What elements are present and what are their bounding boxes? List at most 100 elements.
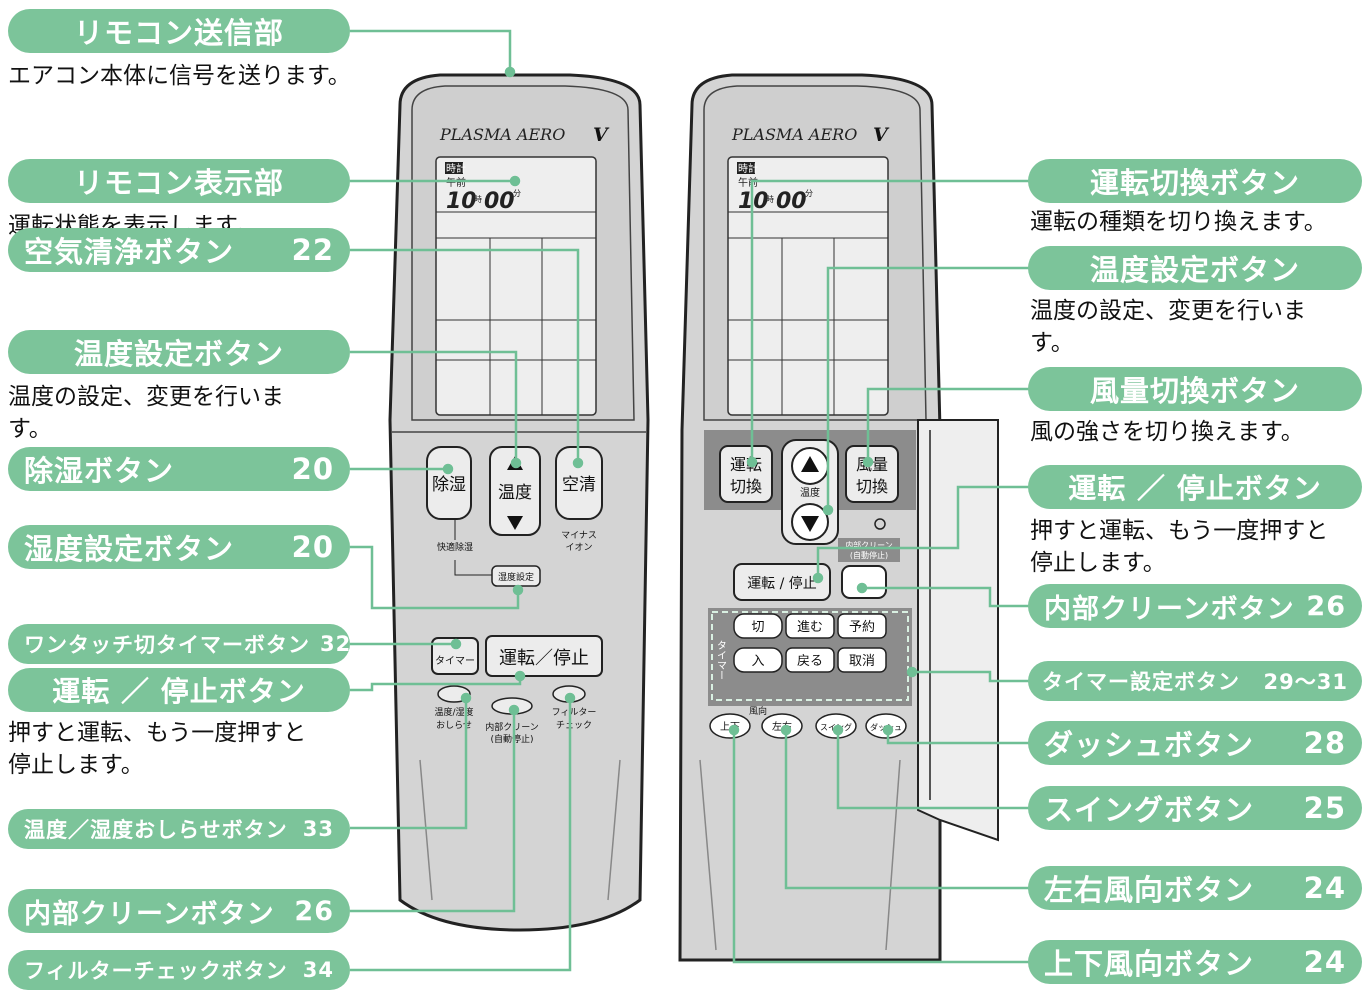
left-temp-label: 温度 <box>498 483 532 503</box>
desc-temp-right-line1: 温度の設定、変更を行いま <box>1030 298 1306 324</box>
left-humidity-label: 湿度設定 <box>498 571 534 583</box>
right-reserve-button <box>837 613 887 639</box>
left-lcd-hour: 10 <box>446 189 477 214</box>
label-onetouch-title: ワンタッチ切タイマーボタン <box>24 633 310 657</box>
left-display: 時計 午前 10 時 00 分 <box>435 156 597 416</box>
label-dash: ダッシュボタン 28 <box>1028 721 1362 765</box>
label-onetouch: ワンタッチ切タイマーボタン 32 <box>8 624 350 664</box>
right-mode-button <box>719 445 773 503</box>
desc-transmit: エアコン本体に信号を送ります。 <box>8 60 368 92</box>
right-lcd-minute-unit: 分 <box>805 189 813 198</box>
right-on-label: 入 <box>751 654 764 669</box>
left-dehumid-button <box>426 446 472 520</box>
label-leftright-title: 左右風向ボタン <box>1044 873 1255 907</box>
label-dehumid-page: 20 <box>291 452 334 486</box>
right-leftright-button <box>761 713 803 739</box>
label-notice-page: 33 <box>302 817 334 841</box>
right-lcd-ampm: 午前 <box>738 176 758 189</box>
label-temp-left: 温度設定ボタン <box>8 330 350 374</box>
label-clean-right: 内部クリーンボタン 26 <box>1028 584 1362 628</box>
left-clean-2: (自動停止) <box>490 733 533 745</box>
right-fan-button <box>845 445 899 503</box>
label-runstop-left-title: 運転 ／ 停止ボタン <box>52 675 306 708</box>
label-runstop-right: 運転 ／ 停止ボタン <box>1028 465 1362 509</box>
left-timer-label: タイマー <box>435 655 475 667</box>
desc-temp-right-line2: す。 <box>1030 330 1074 356</box>
left-lcd-ampm: 午前 <box>446 176 466 189</box>
label-temp-left-title: 温度設定ボタン <box>73 337 284 371</box>
label-mode: 運転切換ボタン <box>1028 159 1362 203</box>
left-comfort-label: 快適除湿 <box>437 541 473 553</box>
label-updown: 上下風向ボタン 24 <box>1028 940 1362 984</box>
label-humidity-title: 湿度設定ボタン <box>24 532 235 566</box>
left-timer-button <box>431 637 479 675</box>
label-display-title: リモコン表示部 <box>73 166 284 200</box>
label-updown-title: 上下風向ボタン <box>1044 947 1255 981</box>
label-filter-title: フィルターチェックボタン <box>24 959 288 983</box>
desc-runstop-left-line1: 押すと運転、もう一度押すと <box>8 720 307 746</box>
label-runstop-right-title: 運転 ／ 停止ボタン <box>1068 472 1322 505</box>
label-timer: タイマー設定ボタン 29～31 <box>1028 661 1362 701</box>
label-timer-title: タイマー設定ボタン <box>1042 670 1240 694</box>
label-swing: スイングボタン 25 <box>1028 786 1362 830</box>
desc-runstop-right: 押すと運転、もう一度押すと 停止します。 <box>1030 515 1370 579</box>
desc-mode-line: 運転の種類を切り換えます。 <box>1030 209 1327 235</box>
desc-temp-left-line1: 温度の設定、変更を行いま <box>8 384 284 410</box>
desc-mode: 運転の種類を切り換えます。 <box>1030 206 1370 238</box>
label-dehumid-title: 除湿ボタン <box>24 454 175 488</box>
desc-temp-right: 温度の設定、変更を行いま す。 <box>1030 295 1370 359</box>
label-leftright-page: 24 <box>1303 871 1346 905</box>
left-lcd-minute: 00 <box>484 189 515 214</box>
left-clean-1: 内部クリーン <box>485 721 539 733</box>
right-brand-v: V <box>873 124 890 146</box>
right-lcd-hour-unit: 時 <box>766 195 774 204</box>
label-clean-right-title: 内部クリーンボタン <box>1044 593 1295 625</box>
left-brand-v: V <box>593 124 610 146</box>
label-display: リモコン表示部 <box>8 159 350 203</box>
label-transmit: リモコン送信部 <box>8 9 350 53</box>
right-airdir-label: 風向 <box>749 705 767 717</box>
right-off-button <box>733 613 783 639</box>
right-fwd-button <box>785 613 835 639</box>
right-back-label: 戻る <box>797 654 823 669</box>
right-remote: PLASMA AERO V 時計 午前 10 時 00 分 運転 切換 <box>678 73 999 962</box>
right-fwd-label: 進む <box>797 620 823 635</box>
label-swing-title: スイングボタン <box>1044 793 1255 827</box>
desc-fan-line: 風の強さを切り換えます。 <box>1030 419 1304 445</box>
right-mode-2: 切換 <box>730 477 762 496</box>
right-runstop-label: 運転 / 停止 <box>747 575 817 592</box>
leader-lines <box>350 29 1030 972</box>
left-brand: PLASMA AERO <box>439 125 565 144</box>
right-reserve-label: 予約 <box>849 620 875 635</box>
label-aircleaner: 空気清浄ボタン 22 <box>8 228 350 272</box>
right-back-button <box>785 647 835 673</box>
left-minusion-2: イオン <box>565 542 592 553</box>
desc-runstop-right-line1: 押すと運転、もう一度押すと <box>1030 518 1329 544</box>
label-clean-left: 内部クリーンボタン 26 <box>8 889 350 933</box>
right-lcd-minute: 00 <box>776 189 807 214</box>
right-updown-button <box>709 713 751 739</box>
left-lcd-clock: 時計 <box>446 162 466 175</box>
right-lcd-clock: 時計 <box>738 162 758 175</box>
label-onetouch-page: 32 <box>320 632 352 656</box>
right-off-label: 切 <box>751 620 764 635</box>
label-humidity-page: 20 <box>291 530 334 564</box>
label-humidity: 湿度設定ボタン 20 <box>8 525 350 569</box>
label-dehumid: 除湿ボタン 20 <box>8 447 350 491</box>
right-temp-label: 温度 <box>800 486 820 499</box>
left-filter-1: フィルター <box>552 707 597 718</box>
label-updown-page: 24 <box>1303 945 1346 979</box>
right-clean-1: 内部クリーン <box>845 540 893 550</box>
left-aircleaner-label: 空清 <box>562 475 596 495</box>
label-dash-page: 28 <box>1303 726 1346 760</box>
label-clean-right-page: 26 <box>1306 590 1346 622</box>
right-runstop-button <box>733 563 831 601</box>
label-swing-page: 25 <box>1303 791 1346 825</box>
right-lcd-hour: 10 <box>738 189 769 214</box>
label-dash-title: ダッシュボタン <box>1044 728 1255 762</box>
label-aircleaner-title: 空気清浄ボタン <box>24 235 235 269</box>
left-lcd-minute-unit: 分 <box>513 189 521 198</box>
label-filter-page: 34 <box>302 958 334 982</box>
